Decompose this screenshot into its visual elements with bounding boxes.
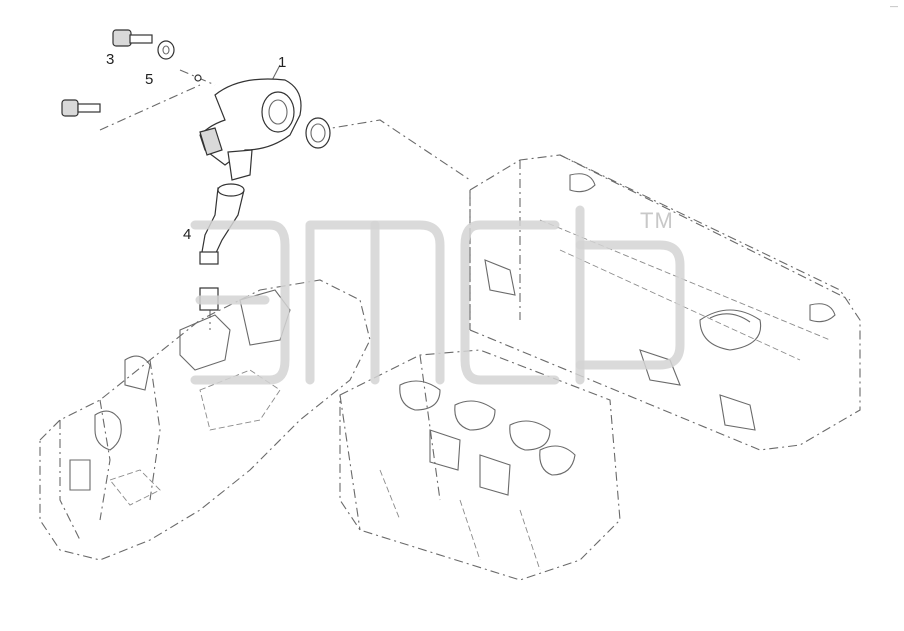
callout-label-4: 4 xyxy=(183,226,192,243)
watermark-logo xyxy=(190,205,685,385)
housing-part-1 xyxy=(199,78,302,181)
callout-label-1: 1 xyxy=(278,54,287,71)
corner-mark: — xyxy=(890,2,898,11)
watermark-trademark: TM xyxy=(640,208,674,233)
callout-label-3: 3 xyxy=(106,51,115,68)
bolt-part-3 xyxy=(112,29,153,47)
bolt-part xyxy=(61,74,202,117)
hose-part-4 xyxy=(199,183,245,311)
o-ring-part xyxy=(305,117,331,149)
engine-block-outline xyxy=(39,279,371,561)
cylinder-head-outline xyxy=(469,154,861,451)
callout-label-5: 5 xyxy=(145,71,154,88)
lower-block-outline xyxy=(339,349,621,581)
washer-part-5 xyxy=(157,40,175,60)
